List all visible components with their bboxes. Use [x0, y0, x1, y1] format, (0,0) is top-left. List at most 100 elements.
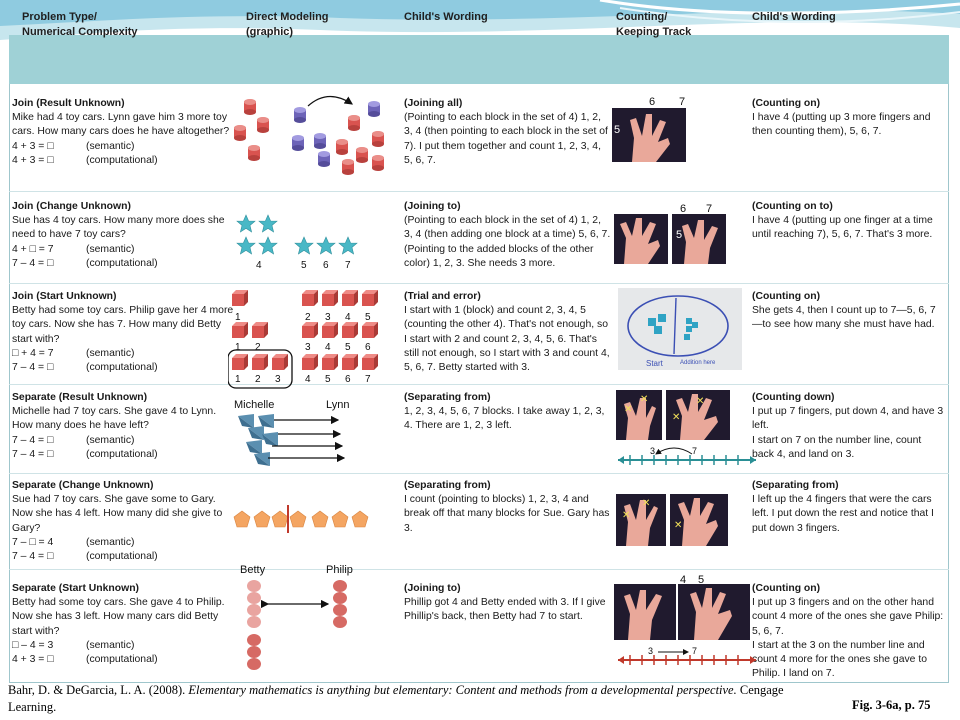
star-label: 5 [301, 260, 307, 271]
count-label: 6 [649, 96, 656, 108]
problem-cell-separate-result: Separate (Result Unknown) Michelle had 7… [12, 391, 237, 462]
equation-computational: 7 – 4 = □(computational) [12, 361, 158, 373]
top-swoosh-decoration [0, 0, 960, 40]
header-childs-wording-1: Child's Wording [404, 11, 488, 23]
problem-text: Betty had some toy cars. She gave 4 to P… [12, 597, 225, 637]
counting-wording-cell: (Counting on)She gets 4, then I count up… [752, 291, 936, 331]
svg-text:4: 4 [325, 342, 331, 353]
problem-cell-join-change: Join (Change Unknown) Sue has 4 toy cars… [12, 200, 237, 271]
svg-text:1: 1 [235, 312, 241, 323]
problem-text: Mike had 4 toy cars. Lynn gave him 3 mor… [12, 112, 230, 138]
problem-type-title: Separate (Change Unknown) [12, 480, 154, 491]
svg-text:✕: ✕ [642, 498, 650, 509]
counting-wording-cell: (Separating from)I left up the 4 fingers… [752, 480, 934, 534]
problem-type-title: Separate (Result Unknown) [12, 392, 148, 403]
philip-label: Philip [326, 564, 353, 576]
equation-semantic: 4 + □ = 7(semantic) [12, 243, 135, 255]
count-label: 4 [680, 574, 687, 586]
svg-text:2: 2 [255, 374, 261, 385]
problem-type-title: Join (Start Unknown) [12, 291, 117, 302]
problem-cell-join-start: Join (Start Unknown) Betty had some toy … [12, 290, 237, 375]
cubes-trial [228, 290, 378, 389]
hand-icon [690, 588, 732, 640]
svg-text:✕: ✕ [640, 394, 648, 405]
drawing-label: Start [646, 359, 664, 368]
wording-cell: (Separating from)I count (pointing to bl… [404, 480, 610, 534]
svg-text:✕: ✕ [622, 510, 630, 521]
red-blocks-set [234, 99, 269, 161]
wording-cell: (Joining to)(Pointing to each block in t… [404, 201, 611, 269]
svg-text:✕: ✕ [696, 396, 704, 407]
star-label: 6 [323, 260, 329, 271]
counting-wording-cell: (Counting on to)I have 4 (putting up one… [752, 201, 933, 241]
count-label: 6 [680, 203, 687, 215]
svg-text:3: 3 [650, 446, 655, 456]
finger-count-photo: ✕✕ [616, 390, 662, 440]
finger-count-photo [614, 584, 676, 640]
star-label: 7 [345, 260, 351, 271]
equation-semantic: 4 + 3 = □(semantic) [12, 140, 135, 152]
number-line-count-down: 3 7 [618, 446, 756, 465]
svg-text:3: 3 [325, 312, 331, 323]
svg-text:✕: ✕ [672, 412, 680, 423]
row-divider [9, 191, 949, 192]
svg-text:✕: ✕ [674, 520, 682, 531]
finger-count-photo [612, 108, 686, 162]
row-divider [9, 384, 949, 385]
counting-wording-cell: (Counting on)I put up 3 fingers and on t… [752, 583, 944, 680]
row-divider [9, 569, 949, 570]
count-label: 7 [706, 203, 713, 215]
drawing-label: Addition here [680, 360, 716, 366]
header-childs-wording-2: Child's Wording [752, 11, 836, 23]
equation-semantic: □ + 4 = 7(semantic) [12, 347, 135, 359]
header-counting: Counting/ Keeping Track [616, 11, 692, 38]
hand-icon: ✕✕ [624, 394, 656, 440]
hand-icon [624, 590, 662, 640]
mixed-blocks-set [292, 101, 384, 175]
svg-text:1: 1 [235, 342, 241, 353]
svg-text:7: 7 [365, 374, 371, 385]
join-arrow [307, 95, 353, 107]
hand-icon: ✕✕ [672, 394, 718, 440]
svg-text:5: 5 [325, 374, 331, 385]
wording-cell: (Separating from)1, 2, 3, 4, 5, 6, 7 blo… [404, 392, 605, 432]
wording-cell: (Joining to)Phillip got 4 and Betty ende… [404, 583, 606, 623]
lynn-label: Lynn [326, 399, 349, 411]
hand-icon: ✕ [674, 498, 718, 546]
hand-icon [682, 220, 718, 264]
count-label: 5 [698, 574, 705, 586]
equation-computational: 4 + 3 = □(computational) [12, 154, 158, 166]
svg-text:4: 4 [305, 374, 311, 385]
svg-text:5: 5 [365, 312, 371, 323]
finger-count-photo: ✕ [670, 494, 728, 546]
equation-computational: 7 – 4 = □(computational) [12, 257, 158, 269]
problem-text: Sue has 4 toy cars. How many more does s… [12, 215, 225, 241]
wording-cell: (Trial and error)I start with 1 (block) … [404, 291, 610, 374]
header-problem-type: Problem Type/ Numerical Complexity [22, 11, 138, 38]
count-label: 7 [679, 96, 686, 108]
row-divider [9, 283, 949, 284]
count-label: 5 [676, 229, 683, 241]
hand-icon [630, 114, 670, 162]
start-group-outline [228, 349, 293, 389]
problem-type-title: Separate (Start Unknown) [12, 583, 140, 594]
svg-text:3: 3 [305, 342, 311, 353]
equation-semantic: 7 – □ = 4(semantic) [12, 536, 135, 548]
problem-cell-separate-change: Separate (Change Unknown) Sue had 7 toy … [12, 479, 237, 564]
problem-type-title: Join (Change Unknown) [12, 201, 131, 212]
betty-discs [247, 580, 261, 670]
equation-semantic: □ – 4 = 3(semantic) [12, 639, 135, 651]
svg-text:3: 3 [275, 374, 281, 385]
finger-count-photo [672, 214, 726, 264]
count-label: 5 [614, 124, 621, 136]
counting-wording-cell: (Counting on)I have 4 (putting up 3 more… [752, 98, 931, 138]
trial-error-drawing: Start Addition here [618, 288, 742, 370]
problem-text: Michelle had 7 toy cars. She gave 4 to L… [12, 406, 217, 432]
svg-text:7: 7 [692, 446, 697, 456]
figure-reference: Fig. 3-6a, p. 75 [852, 698, 931, 712]
svg-text:6: 6 [365, 342, 371, 353]
svg-text:2: 2 [305, 312, 311, 323]
problem-cell-join-result: Join (Result Unknown) Mike had 4 toy car… [12, 97, 237, 168]
